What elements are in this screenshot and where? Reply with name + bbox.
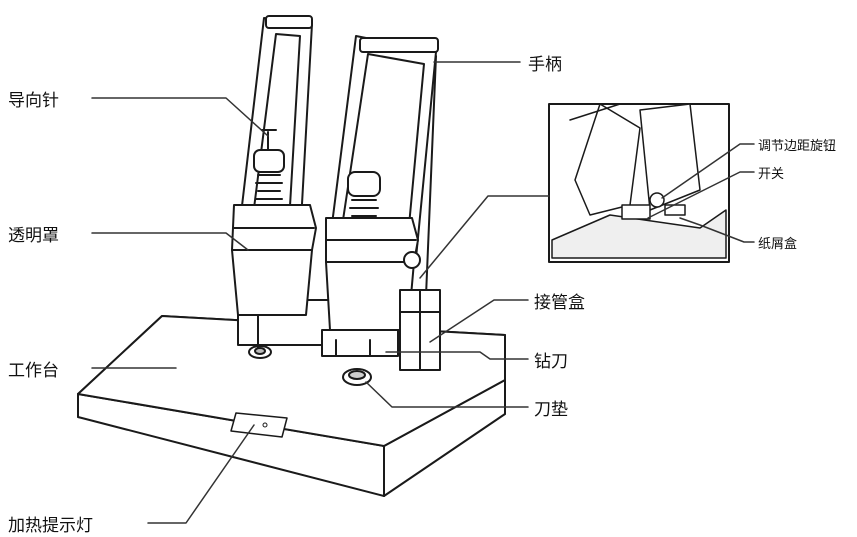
leader-transparent-cover: [91, 232, 249, 251]
label-transparent-cover: 透明罩: [8, 226, 59, 246]
tube-box: [399, 289, 441, 371]
leader-guide-pin: [91, 97, 269, 137]
label-blade-pad: 刀垫: [534, 400, 568, 420]
leader-drill-blade: [385, 351, 529, 360]
label-handle: 手柄: [528, 55, 562, 75]
label-worktable: 工作台: [8, 361, 59, 381]
label-heating-light: 加热提示灯: [8, 516, 93, 536]
guide-hole-inner: [254, 347, 266, 355]
leader-blade-pad: [365, 381, 529, 408]
leader-scrap-box: [679, 217, 755, 243]
label-switch: 开关: [758, 167, 785, 182]
leader-heating-light: [147, 424, 255, 524]
blade-pad: [342, 368, 372, 386]
leader-margin-knob: [661, 143, 755, 199]
inset-detail: [548, 103, 730, 263]
label-guide-pin: 导向针: [8, 91, 59, 111]
leader-switch: [647, 171, 755, 219]
leader-inset: [419, 195, 550, 279]
right-housing: [325, 171, 421, 331]
label-tube-box: 接管盒: [534, 293, 585, 313]
leader-tube-box: [429, 299, 529, 343]
label-margin-knob: 调节边距旋钮: [758, 139, 837, 154]
label-drill-blade: 钻刀: [534, 352, 568, 372]
leader-lines: [91, 61, 755, 524]
label-scrap-box: 纸屑盒: [758, 237, 798, 252]
heating-light-panel: [230, 412, 288, 438]
